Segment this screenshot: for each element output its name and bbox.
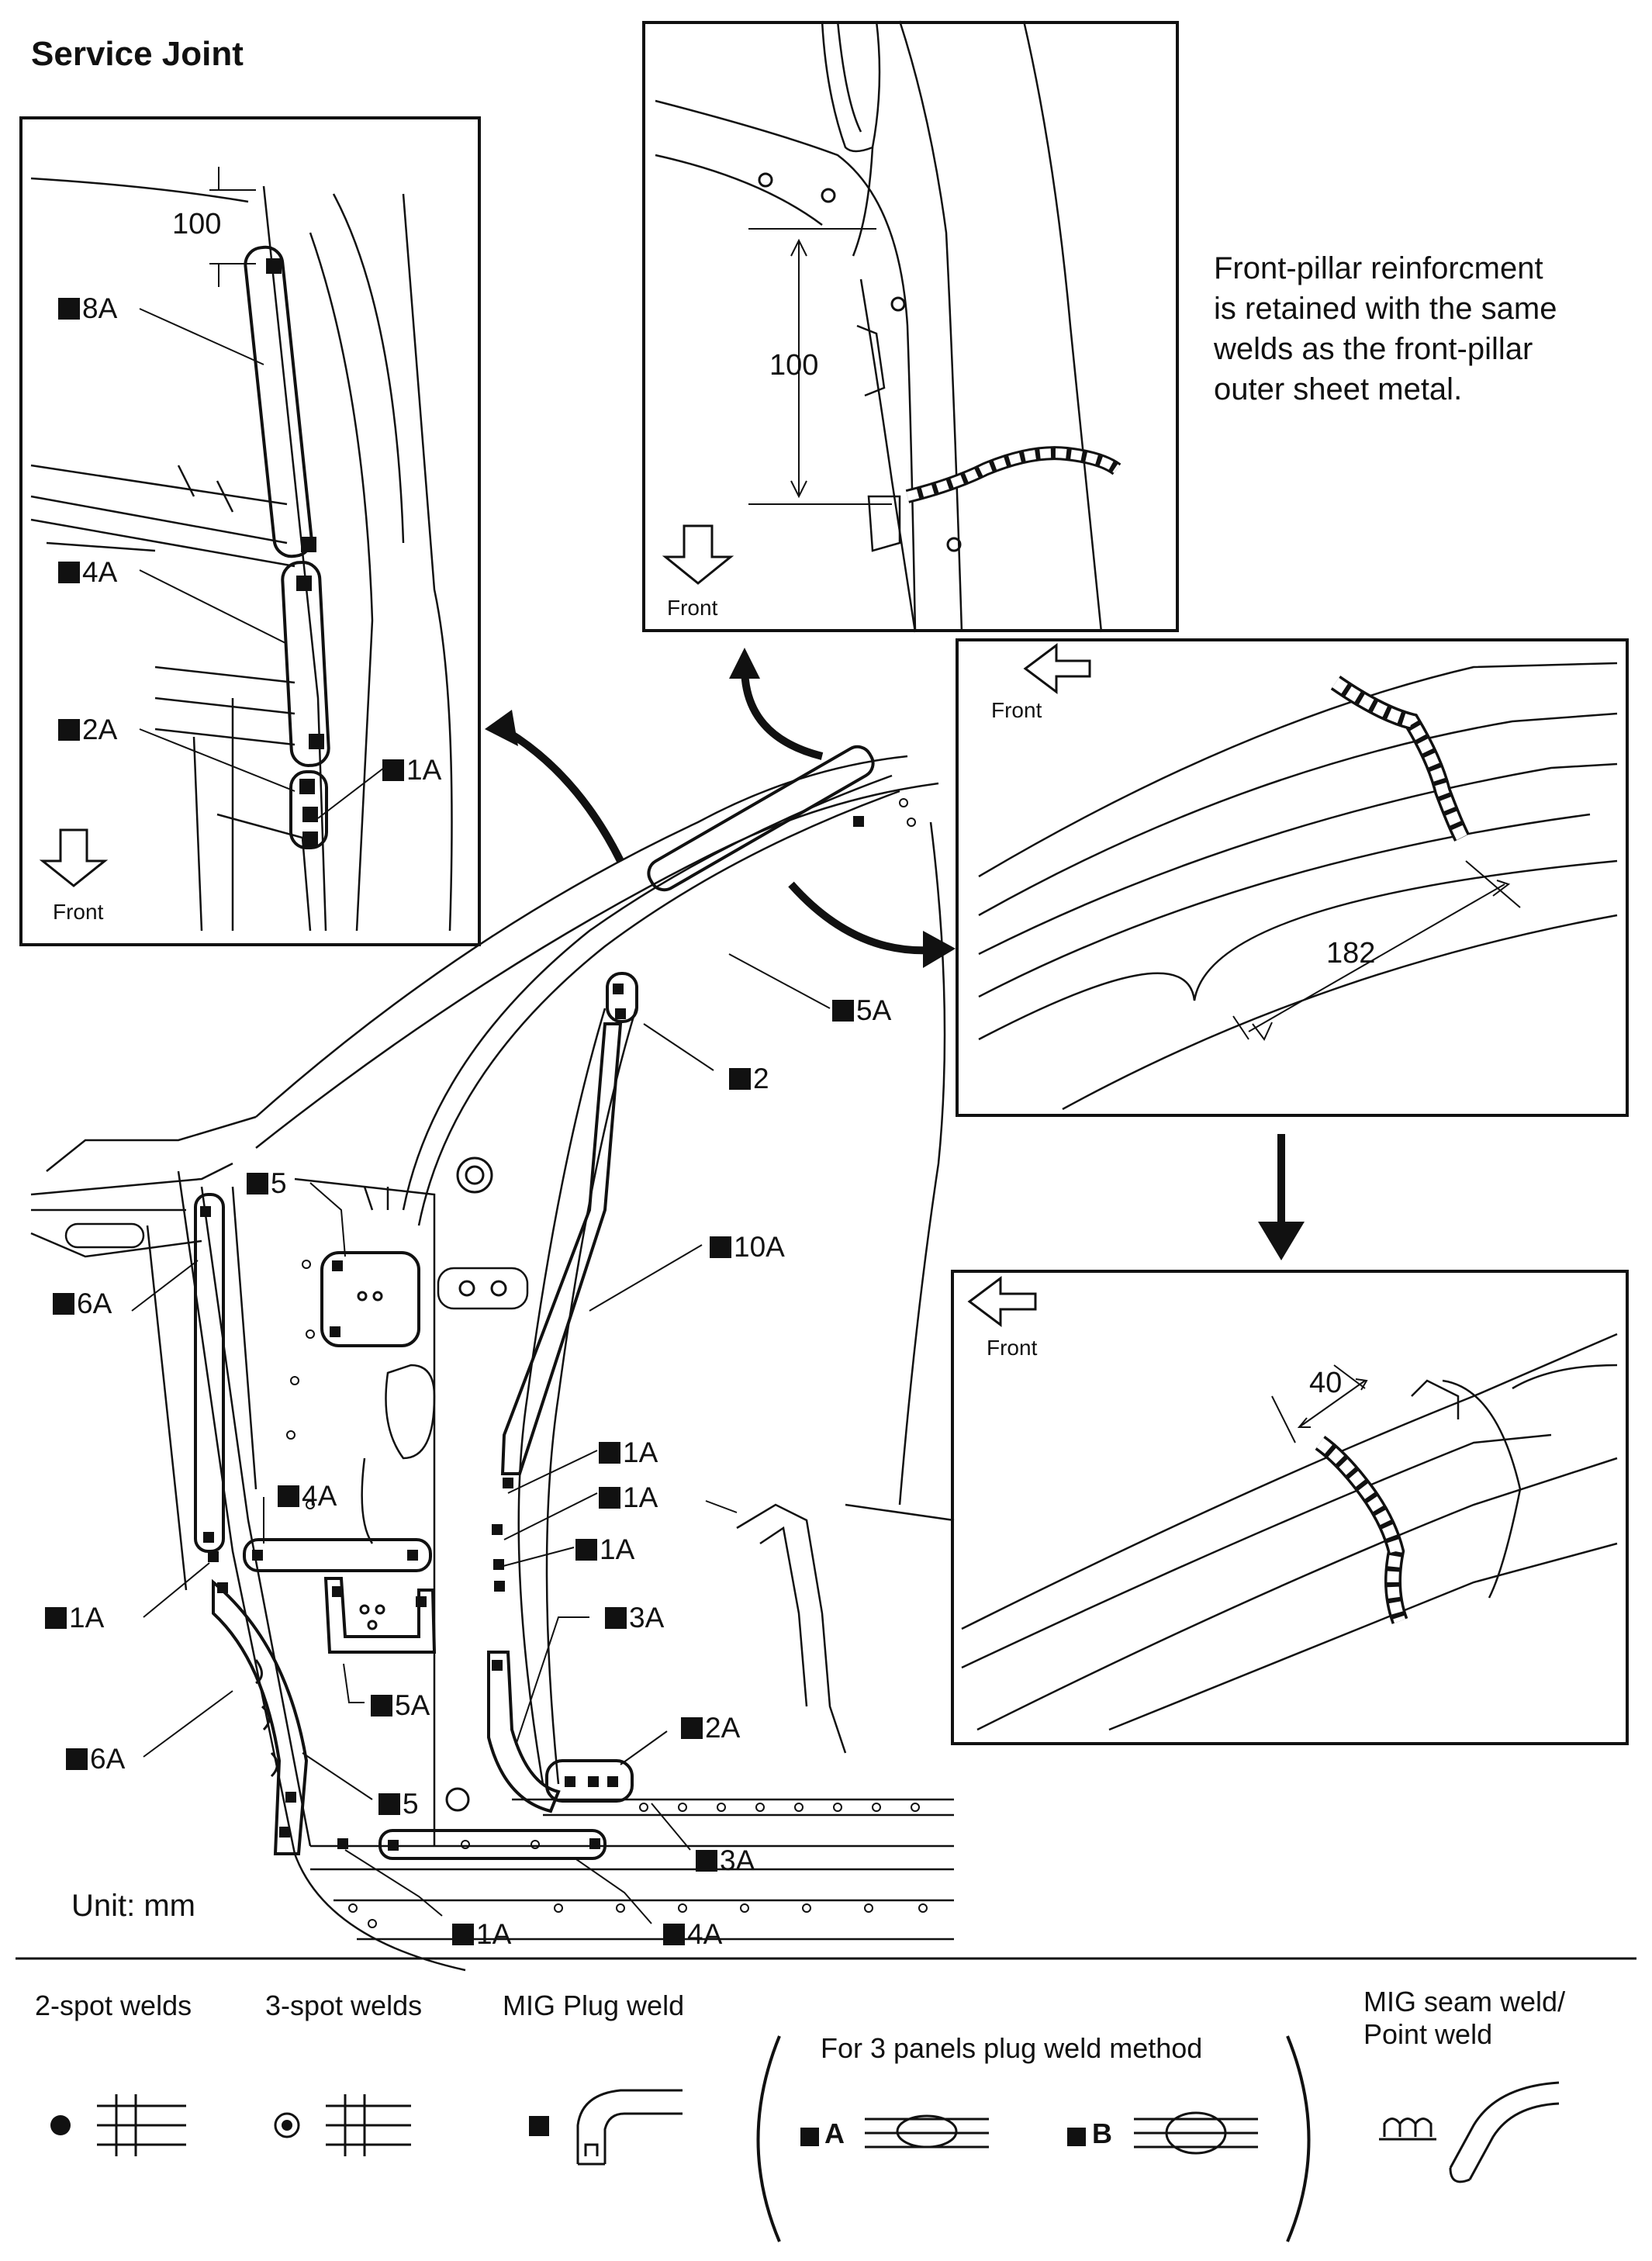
weld-strip-2A-top [289,770,328,849]
top-left-detail-lines [30,177,453,932]
callout-10A: 10A [710,1231,785,1264]
legend-mig-plug-label: MIG Plug weld [503,1990,685,2021]
weld-strip-6A-b [212,1578,309,1855]
small-holes [286,798,928,1928]
mig-plug-torch [576,2089,683,2166]
weld-ring-2 [606,972,638,1023]
front-arrow-top-center [662,524,734,585]
dim-40: 40 [1309,1367,1343,1399]
slot-a [64,1222,145,1249]
callout-5-main: 5 [247,1167,287,1200]
weld-strip-3A [487,1651,561,1813]
note-line-1: Front-pillar reinforcment [1214,251,1543,285]
callout-5A-low: 5A [371,1689,430,1722]
weld-strip-8A [244,245,313,558]
front-label-top-center: Front [667,596,718,620]
callout-1A-b: 1A [599,1481,658,1514]
legend-mig-seam-line-2: Point weld [1363,2018,1493,2050]
dim-182: 182 [1326,937,1376,970]
dim-100-top-left: 100 [172,208,222,240]
note-line-3: welds as the front-pillar [1214,332,1533,366]
front-arrow-top-left [39,828,109,887]
note-line-2: is retained with the same [1214,292,1557,326]
mig-plug-square [529,2116,549,2136]
legend-mig-seam-line-1: MIG seam weld/ [1363,1986,1566,2017]
mig-seam-torch [1449,2081,1560,2183]
right-upper-detail-lines [978,662,1618,1111]
callout-2-main: 2 [729,1063,769,1095]
callout-2A-top: 2A [58,714,117,746]
callout-8A: 8A [58,292,117,325]
callout-5A-main: 5A [832,994,891,1027]
weld-strip-4A-bottom [378,1829,607,1860]
curved-arrow-to-right-upper [788,881,931,955]
callout-6A-b: 6A [66,1743,125,1775]
legend-method-a: A [824,2118,845,2149]
right-lower-detail-lines [961,1333,1618,1731]
weld-strip-4A [281,561,330,767]
page-title: Service Joint [31,35,244,73]
legend-method-b: B [1092,2118,1112,2149]
seam-weld-upper [1330,675,1470,842]
weld-group-5-top [320,1251,420,1347]
callout-5-low: 5 [378,1788,419,1820]
detail-panel-top-center [642,21,1179,632]
weld-u-5A [323,1577,437,1654]
plug-welds-main [200,816,864,1851]
spot2-dot [50,2115,71,2135]
callout-1A-left: 1A [45,1602,104,1634]
note-text: Front-pillar reinforcment is retained wi… [1214,248,1648,410]
weld-strip-4A-mid [243,1538,432,1572]
callout-2A-low: 2A [681,1712,740,1744]
unit-label: Unit: mm [71,1889,195,1923]
hole-pair [437,1267,529,1310]
curved-arrow-to-top-center [741,666,824,760]
top-center-detail-lines [655,20,1103,633]
front-label-right-upper: Front [991,698,1042,722]
dim-100-top-center: 100 [769,349,819,382]
callout-1A-a: 1A [599,1436,658,1469]
legend-2-spot-label: 2-spot welds [35,1990,192,2021]
callout-1A-bottom: 1A [452,1918,511,1951]
front-label-right-lower: Front [987,1336,1038,1360]
callout-1A-top: 1A [382,754,441,787]
spot3-dot [274,2112,300,2138]
weld-strip-10A [500,1022,623,1475]
callout-6A-a: 6A [53,1288,112,1320]
curved-arrow-to-top-left [494,721,624,863]
callout-1A-c: 1A [575,1533,634,1566]
mig-seam-symbol [1379,2118,1436,2141]
spot2-symbol [97,2094,186,2156]
plug-welds-top-left [266,258,324,847]
front-arrow-right-lower [967,1276,1037,1327]
front-arrow-right-upper [1023,643,1091,694]
front-label-top-left: Front [53,900,104,924]
weld-strip-5A-top [647,745,875,892]
detail-panel-right-upper [956,638,1629,1117]
spot3-symbol [326,2094,411,2156]
legend-mig-seam-label: MIG seam weld/ Point weld [1363,1986,1565,2051]
weld-group-2A [545,1759,634,1803]
note-line-4: outer sheet metal. [1214,372,1463,406]
callout-4A-bottom: 4A [663,1918,722,1951]
legend-3-spot-label: 3-spot welds [265,1990,423,2021]
callout-3A-b: 3A [696,1844,755,1877]
main-body-outline [30,755,955,1972]
paren-left [756,2035,781,2242]
paren-right [1286,2035,1311,2242]
callout-4A-mid: 4A [278,1480,337,1513]
callout-4A-top: 4A [58,556,117,589]
callout-3A-a: 3A [605,1602,664,1634]
legend-three-panels-label: For 3 panels plug weld method [821,2032,1203,2064]
